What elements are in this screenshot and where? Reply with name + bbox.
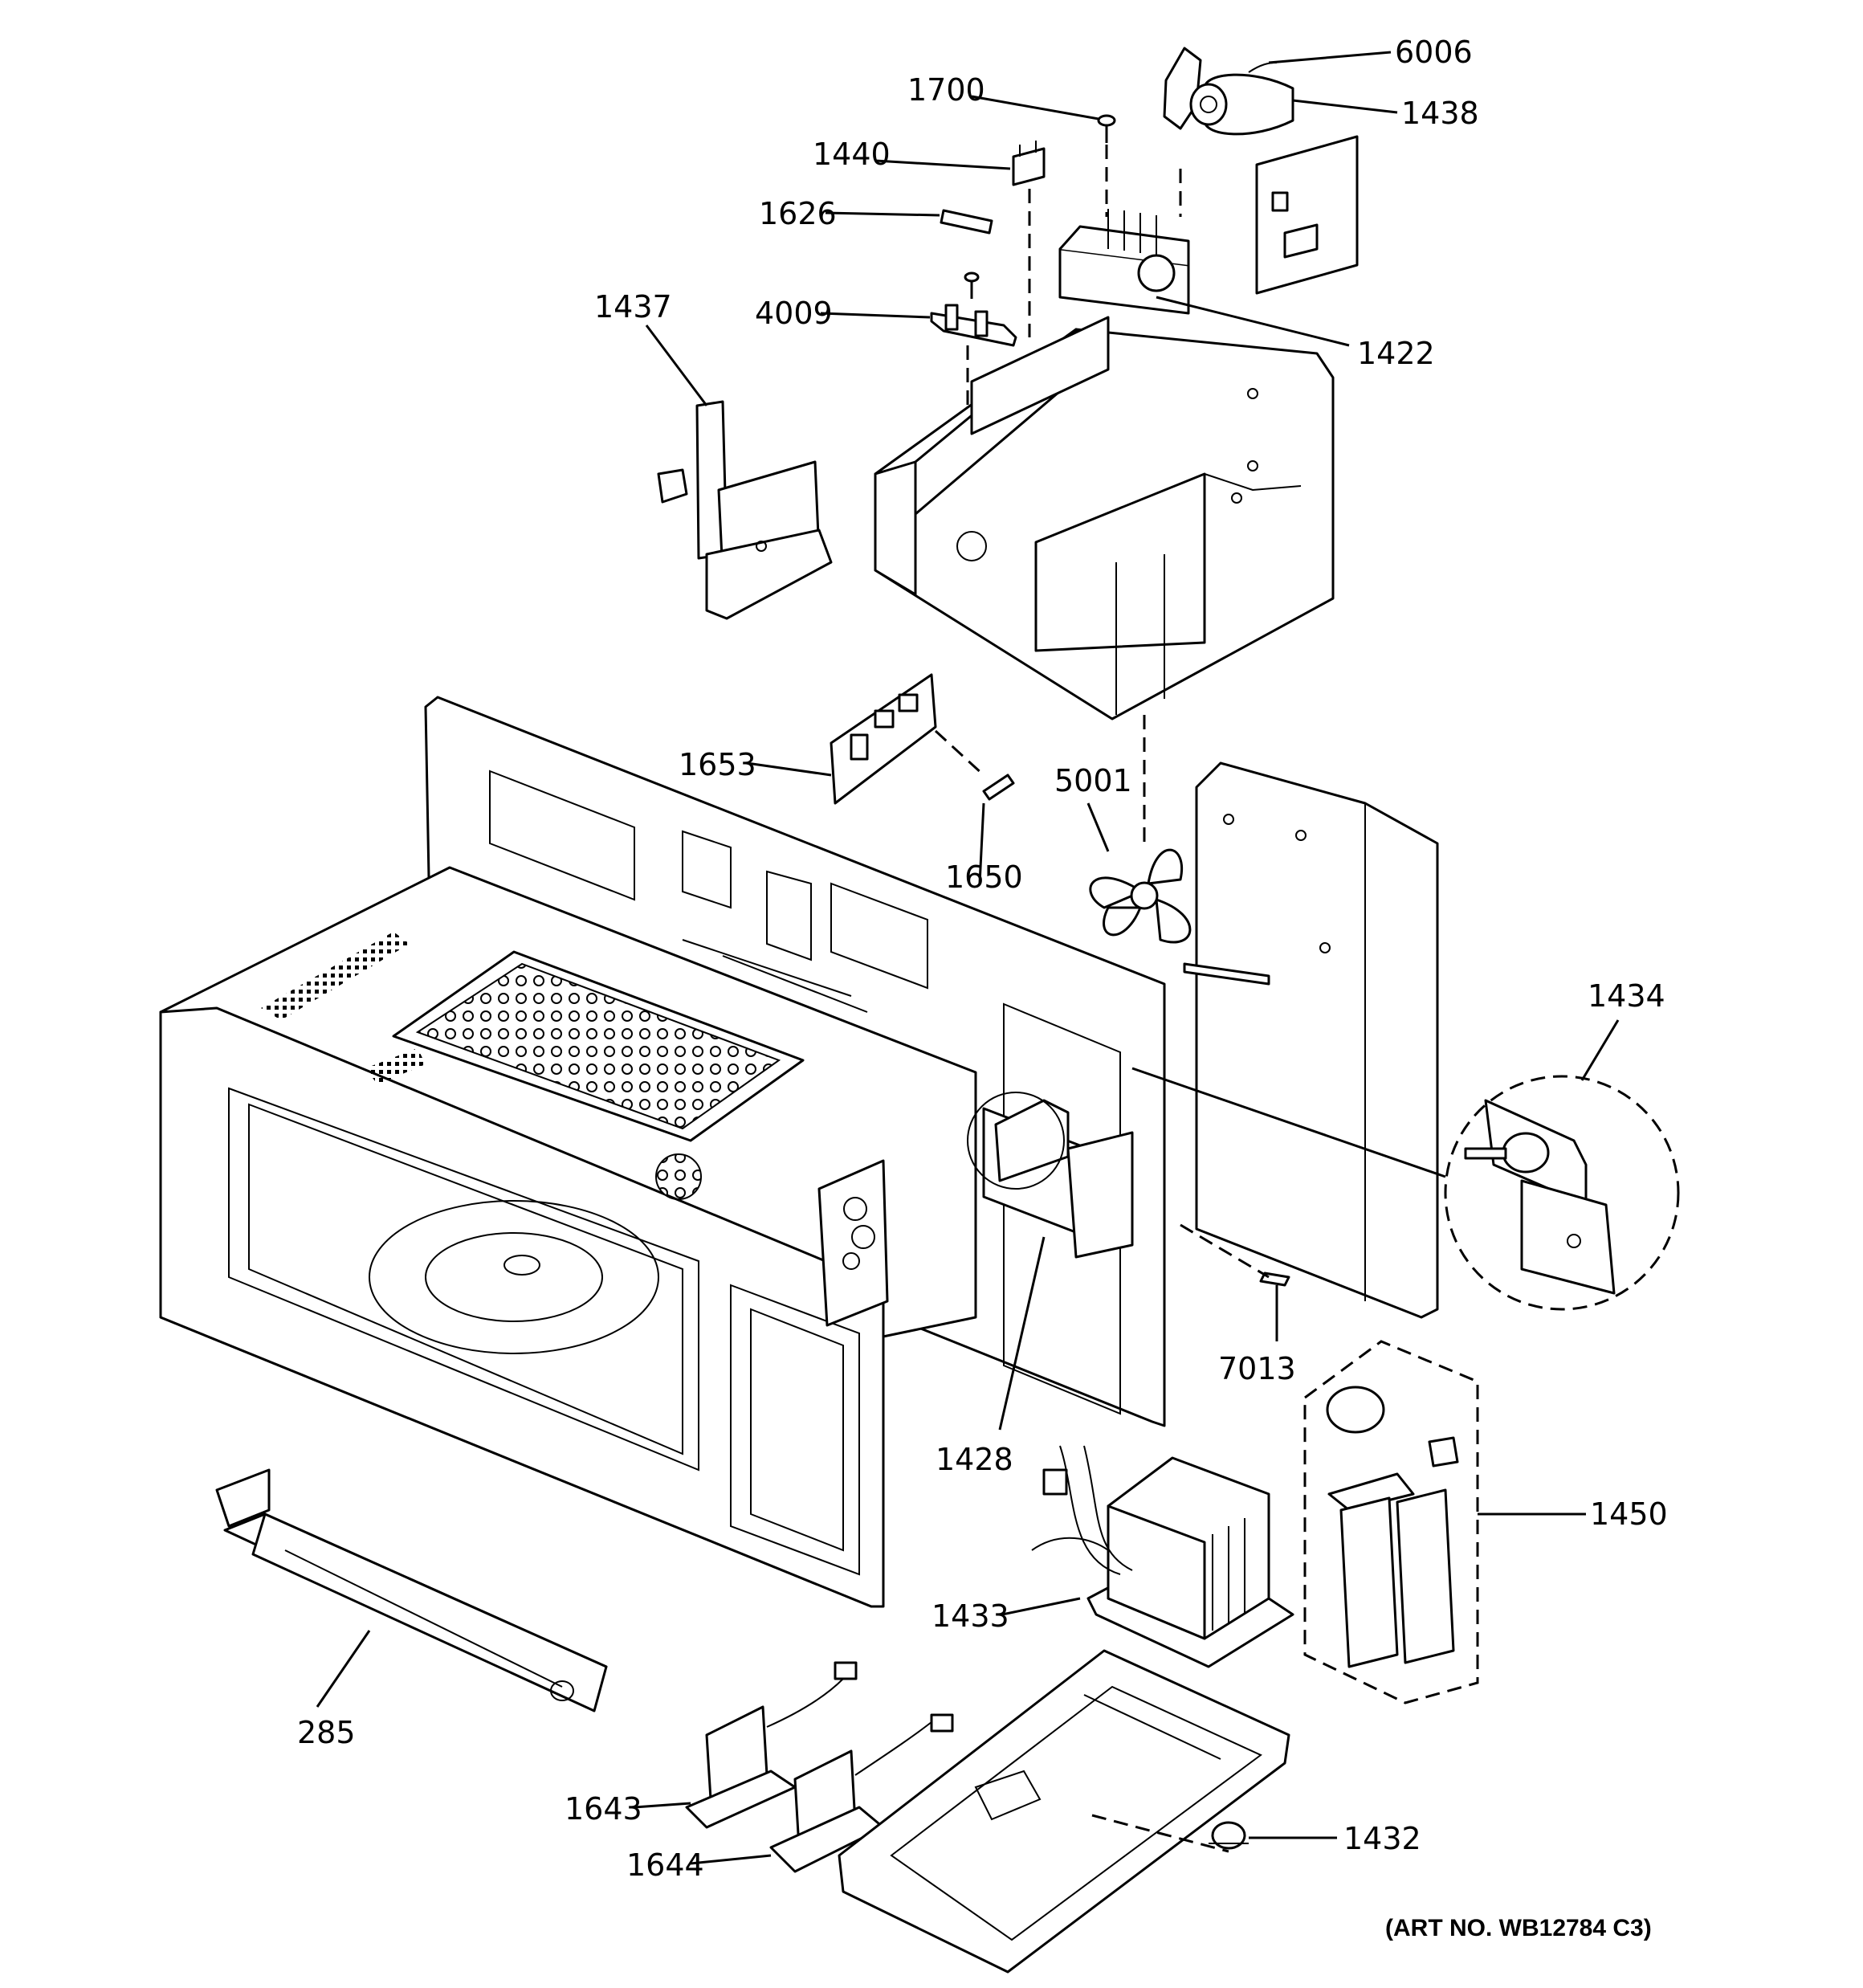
thermostat-1432 xyxy=(1209,1821,1249,1850)
light-tray-285 xyxy=(215,1468,608,1712)
callout-1438: 1438 xyxy=(1401,96,1479,131)
side-duct-panel xyxy=(1183,761,1439,1319)
capacitor-1438 xyxy=(1163,47,1294,136)
transformer-1433 xyxy=(1031,1445,1294,1668)
callout-1653: 1653 xyxy=(679,747,756,782)
callout-1626: 1626 xyxy=(759,196,837,231)
callout-1428: 1428 xyxy=(936,1442,1013,1477)
callout-285: 285 xyxy=(297,1715,356,1750)
control-board-1653 xyxy=(830,673,937,805)
callout-1437: 1437 xyxy=(594,289,672,325)
callout-1433: 1433 xyxy=(932,1598,1009,1634)
fan-blade-5001 xyxy=(1089,848,1192,944)
callout-1432: 1432 xyxy=(1343,1821,1421,1856)
air-duct-housing xyxy=(874,316,1335,720)
callout-6006: 6006 xyxy=(1395,35,1473,70)
leader-lines xyxy=(316,51,1620,1865)
ballast-1643 xyxy=(685,1661,858,1829)
bracket-1437 xyxy=(657,400,833,620)
art-number: (ART NO. WB12784 C3) xyxy=(1385,1915,1652,1941)
side-bracket xyxy=(1255,135,1359,295)
fuse-1650 xyxy=(982,774,1015,801)
thermal-protector-1434 xyxy=(1444,1075,1680,1311)
callout-5001: 5001 xyxy=(1054,763,1132,798)
callout-1700: 1700 xyxy=(907,72,985,108)
callout-1650: 1650 xyxy=(945,859,1023,895)
ballast-1644 xyxy=(769,1713,954,1873)
callout-1450: 1450 xyxy=(1590,1496,1668,1532)
switch-1440 xyxy=(1012,141,1046,186)
door-latch-1450 xyxy=(1303,1340,1479,1704)
fuse-1626 xyxy=(940,209,993,235)
magnetron-1428 xyxy=(967,1092,1134,1259)
bracket-4009 xyxy=(930,271,1017,347)
screw-1700 xyxy=(1097,114,1116,143)
fan-motor-1422 xyxy=(1058,209,1190,315)
callout-1643: 1643 xyxy=(565,1791,642,1827)
callout-1422: 1422 xyxy=(1357,336,1435,371)
callout-1644: 1644 xyxy=(626,1847,704,1883)
callout-1434: 1434 xyxy=(1588,978,1665,1014)
base-plate xyxy=(838,1649,1290,1974)
callout-7013: 7013 xyxy=(1218,1351,1296,1386)
wire-6006 xyxy=(1248,62,1278,73)
callout-4009: 4009 xyxy=(755,296,833,331)
oven-cavity xyxy=(159,866,977,1608)
callout-1440: 1440 xyxy=(813,137,891,172)
